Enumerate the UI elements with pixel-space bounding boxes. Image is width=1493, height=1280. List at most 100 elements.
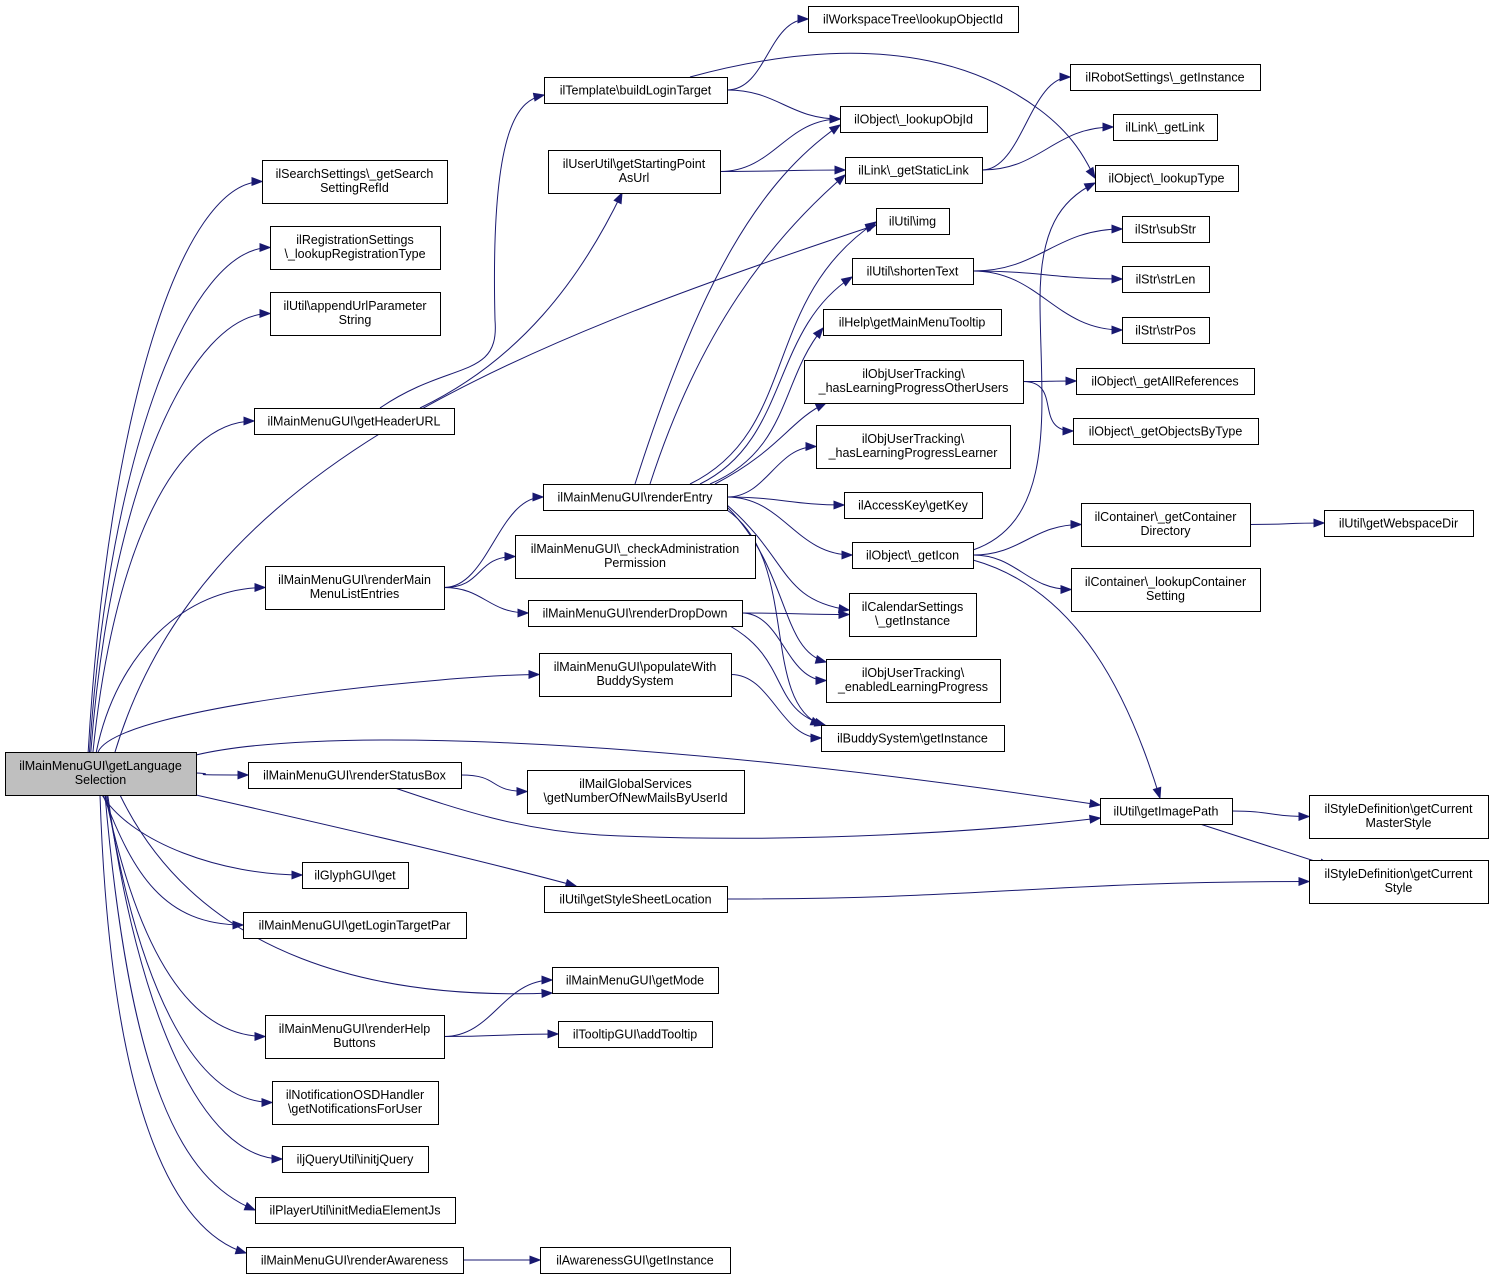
node-n30[interactable]: ilHelp\getMainMenuTooltip bbox=[823, 309, 1002, 336]
arrowhead bbox=[541, 975, 554, 985]
node-n18[interactable]: ilMainMenuGUI\renderDropDown bbox=[528, 600, 743, 627]
edge-n18-n36 bbox=[741, 612, 828, 686]
edge-n16-n30 bbox=[709, 326, 824, 485]
edge-n15-n27 bbox=[719, 165, 847, 175]
arrowhead bbox=[547, 1029, 560, 1039]
node-box bbox=[270, 292, 441, 336]
node-n2[interactable]: ilRegistrationSettings\_lookupRegistrati… bbox=[270, 226, 441, 270]
edge-line bbox=[709, 327, 824, 485]
arrowhead bbox=[528, 669, 541, 680]
node-n34[interactable]: ilObject\_getIcon bbox=[852, 542, 974, 569]
node-n42[interactable]: ilStr\subStr bbox=[1122, 216, 1210, 243]
edge-n34-n47 bbox=[972, 519, 1083, 556]
node-n29[interactable]: ilUtil\shortenText bbox=[852, 258, 974, 285]
node-n10[interactable]: ilNotificationOSDHandler\getNotification… bbox=[272, 1081, 439, 1125]
node-n17[interactable]: ilMainMenuGUI\_checkAdministrationPermis… bbox=[515, 535, 756, 579]
node-n25[interactable]: ilWorkspaceTree\lookupObjectId bbox=[808, 6, 1019, 33]
arrowhead bbox=[828, 124, 842, 135]
node-n20[interactable]: ilMailGlobalServices\getNumberOfNewMails… bbox=[527, 770, 745, 814]
edge-n31-n45 bbox=[1022, 376, 1078, 386]
node-label: ilAwarenessGUI\getInstance bbox=[556, 1254, 714, 1268]
node-label: ilTooltipGUI\addTooltip bbox=[573, 1028, 697, 1042]
edge-n27-n39 bbox=[981, 72, 1072, 171]
node-n37[interactable]: ilBuddySystem\getInstance bbox=[821, 725, 1005, 752]
node-label: ilObject\_getObjectsByType bbox=[1089, 425, 1243, 439]
node-n11[interactable]: iljQueryUtil\initjQuery bbox=[282, 1146, 429, 1173]
node-n43[interactable]: ilStr\strLen bbox=[1122, 266, 1210, 293]
node-n38[interactable]: ilUtil\getImagePath bbox=[1100, 798, 1233, 825]
node-n26[interactable]: ilObject\_lookupObjId bbox=[840, 106, 988, 133]
node-n21[interactable]: ilUtil\getStyleSheetLocation bbox=[544, 886, 728, 913]
node-label: ilMainMenuGUI\_checkAdministration bbox=[531, 542, 739, 556]
edge-line bbox=[394, 787, 1101, 839]
node-n40[interactable]: ilLink\_getLink bbox=[1113, 114, 1218, 141]
node-label: ilUtil\getImagePath bbox=[1114, 805, 1219, 819]
node-label: ilLink\_getLink bbox=[1125, 121, 1205, 135]
node-n46[interactable]: ilObject\_getObjectsByType bbox=[1073, 418, 1259, 445]
edge-n16-n26 bbox=[634, 124, 842, 485]
node-n33[interactable]: ilAccessKey\getKey bbox=[844, 492, 983, 519]
edge-line bbox=[972, 524, 1082, 556]
node-label: ilObject\_lookupObjId bbox=[854, 113, 973, 127]
node-box bbox=[552, 967, 719, 994]
edge-n29-n44 bbox=[972, 270, 1124, 335]
node-box bbox=[262, 160, 448, 204]
node-label: ilUtil\getWebspaceDir bbox=[1339, 517, 1458, 531]
node-n8[interactable]: ilMainMenuGUI\getLoginTargetPar bbox=[243, 912, 467, 939]
node-label: ilObjUserTracking\ bbox=[862, 367, 965, 381]
arrowhead bbox=[1062, 426, 1075, 436]
node-n27[interactable]: ilLink\_getStaticLink bbox=[845, 157, 983, 184]
arrowhead bbox=[243, 1201, 257, 1211]
node-n22[interactable]: ilMainMenuGUI\getMode bbox=[552, 967, 719, 994]
node-n32[interactable]: ilObjUserTracking\_hasLearningProgressLe… bbox=[816, 425, 1011, 469]
edge-line bbox=[649, 174, 846, 485]
node-label: _hasLearningProgressOtherUsers bbox=[818, 381, 1009, 395]
edge-n5-n17 bbox=[443, 551, 517, 588]
node-n16[interactable]: ilMainMenuGUI\renderEntry bbox=[543, 484, 728, 511]
node-n13[interactable]: ilMainMenuGUI\renderAwareness bbox=[246, 1247, 464, 1274]
node-label: ilMainMenuGUI\getHeaderURL bbox=[268, 415, 441, 429]
node-label: ilUserUtil\getStartingPoint bbox=[563, 157, 706, 171]
node-n28[interactable]: ilUtil\img bbox=[876, 208, 950, 235]
node-n23[interactable]: ilTooltipGUI\addTooltip bbox=[558, 1021, 713, 1048]
edge-line bbox=[972, 270, 1123, 331]
edge-line bbox=[379, 94, 545, 409]
edge-n0-n2 bbox=[88, 242, 272, 753]
arrowhead bbox=[1089, 814, 1102, 824]
node-box bbox=[1122, 266, 1210, 293]
node-n49[interactable]: ilUtil\getWebspaceDir bbox=[1324, 510, 1474, 537]
node-n35[interactable]: ilCalendarSettings\_getInstance bbox=[849, 593, 977, 637]
node-n6[interactable]: ilMainMenuGUI\renderStatusBox bbox=[248, 762, 462, 789]
node-n39[interactable]: ilRobotSettings\_getInstance bbox=[1070, 64, 1261, 91]
node-box bbox=[1122, 216, 1210, 243]
node-n24[interactable]: ilAwarenessGUI\getInstance bbox=[540, 1247, 731, 1274]
node-box bbox=[265, 566, 445, 610]
node-n44[interactable]: ilStr\strPos bbox=[1122, 317, 1210, 344]
node-n12[interactable]: ilPlayerUtil\initMediaElementJs bbox=[255, 1197, 456, 1224]
node-box bbox=[840, 106, 988, 133]
node-n7[interactable]: ilGlyphGUI\get bbox=[302, 862, 409, 889]
edge-n4-n15 bbox=[419, 191, 623, 409]
node-n36[interactable]: ilObjUserTracking\_enabledLearningProgre… bbox=[826, 659, 1001, 703]
node-n45[interactable]: ilObject\_getAllReferences bbox=[1076, 368, 1255, 395]
node-label: ilMainMenuGUI\getMode bbox=[566, 974, 704, 988]
node-n31[interactable]: ilObjUserTracking\_hasLearningProgressOt… bbox=[804, 360, 1024, 404]
node-n41[interactable]: ilObject\_lookupType bbox=[1095, 165, 1239, 192]
arrowhead bbox=[837, 604, 851, 613]
node-n4[interactable]: ilMainMenuGUI\getHeaderURL bbox=[254, 408, 455, 435]
node-n14[interactable]: ilTemplate\buildLoginTarget bbox=[544, 77, 728, 104]
arrowhead bbox=[259, 308, 272, 319]
edge-line bbox=[443, 1033, 559, 1037]
node-box bbox=[821, 725, 1005, 752]
